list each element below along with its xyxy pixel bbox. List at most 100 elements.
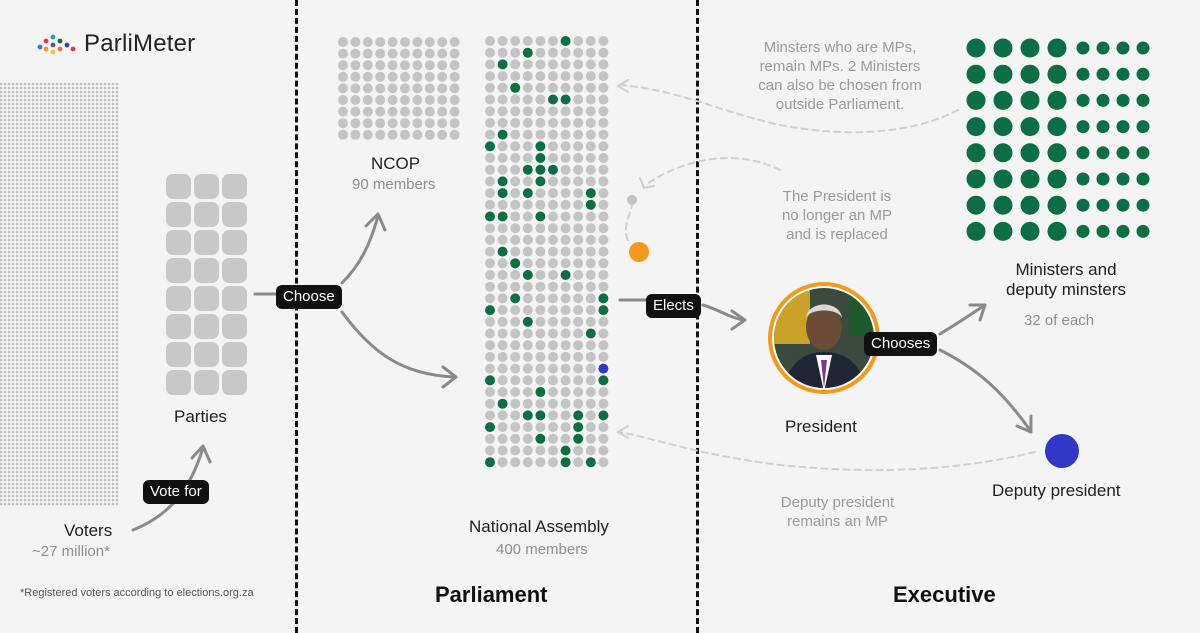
assembly-seat <box>598 258 609 269</box>
assembly-seat <box>585 106 596 117</box>
minister-dot <box>1020 143 1040 163</box>
ncop-members: 90 members <box>352 176 436 193</box>
assembly-seat <box>585 398 596 409</box>
assembly-seat <box>573 410 584 421</box>
assembly-seat <box>598 246 609 257</box>
assembly-seat <box>510 375 521 386</box>
deputy-minister-dot <box>1076 146 1090 160</box>
assembly-seat <box>573 281 584 292</box>
assembly-seat <box>510 141 521 152</box>
assembly-seat <box>573 363 584 374</box>
ncop-seat <box>350 83 361 94</box>
ncop-seat <box>437 48 448 59</box>
assembly-seat <box>535 176 546 187</box>
deputy-minister-dot <box>1076 172 1090 186</box>
party-block <box>166 174 191 199</box>
assembly-seat <box>497 234 508 245</box>
assembly-seat <box>485 387 495 397</box>
ncop-seat <box>424 129 435 140</box>
ncop-seat <box>387 95 398 105</box>
assembly-seat <box>522 141 533 152</box>
minister-dot <box>966 90 986 110</box>
assembly-seat <box>522 36 533 46</box>
assembly-seat <box>522 293 533 304</box>
assembly-seat <box>560 176 571 187</box>
assembly-seat <box>497 328 508 339</box>
assembly-seat <box>560 293 571 304</box>
assembly-seat <box>560 106 571 117</box>
minister-dot <box>993 117 1013 137</box>
assembly-seat <box>522 340 533 351</box>
deputy-minister-dot <box>1136 224 1150 238</box>
assembly-seat <box>535 258 546 269</box>
voters-label: Voters <box>64 521 113 540</box>
ncop-seat <box>449 71 460 82</box>
ncop-seat <box>449 106 460 117</box>
assembly-seat <box>573 340 584 351</box>
assembly-seat <box>522 258 533 269</box>
deputy-minister-dot <box>1096 146 1110 160</box>
ncop-seat <box>437 71 448 82</box>
assembly-seat <box>535 153 546 163</box>
ncop-seat <box>424 95 435 105</box>
minister-dot <box>966 195 986 215</box>
assembly-seat <box>573 117 584 128</box>
party-block <box>194 370 219 395</box>
assembly-seat <box>497 36 508 46</box>
assembly-seat <box>585 164 596 175</box>
deputy-minister-dot <box>1076 67 1090 81</box>
assembly-seat <box>510 129 521 140</box>
assembly-seat <box>548 305 558 316</box>
assembly-seat <box>522 47 533 58</box>
assembly-seat <box>573 316 584 327</box>
ncop-seat <box>437 106 448 117</box>
assembly-seat <box>510 59 521 70</box>
assembly-seat <box>573 328 584 339</box>
assembly-seat <box>497 457 508 468</box>
assembly-seat <box>560 270 571 280</box>
minister-dot <box>1020 90 1040 110</box>
ncop-seat <box>350 118 361 129</box>
assembly-seat <box>522 164 533 175</box>
assembly-seat <box>535 433 546 444</box>
ncop-seat <box>449 95 460 105</box>
president-portrait-icon <box>768 282 880 394</box>
vote-for-tag: Vote for <box>143 480 209 504</box>
assembly-seat <box>485 293 495 304</box>
ncop-seat <box>400 95 410 105</box>
assembly-seat <box>560 422 571 433</box>
minister-dot <box>1047 38 1067 58</box>
ncop-seat <box>350 37 361 47</box>
assembly-seat <box>573 387 584 397</box>
assembly-seat <box>573 375 584 386</box>
assembly-seat <box>585 36 596 46</box>
minister-dot <box>1020 117 1040 137</box>
assembly-seat <box>522 422 533 433</box>
deputy-minister-dot <box>1136 67 1150 81</box>
minister-dot <box>993 38 1013 58</box>
assembly-seat <box>510 457 521 468</box>
assembly-seat <box>535 141 546 152</box>
ncop-seat <box>387 48 398 59</box>
minister-dot <box>993 143 1013 163</box>
assembly-seat <box>585 82 596 93</box>
assembly-seat <box>585 71 596 82</box>
assembly-seat <box>573 129 584 140</box>
assembly-seat <box>598 234 609 245</box>
ncop-seat <box>350 106 361 117</box>
assembly-seat <box>573 188 584 199</box>
assembly-seat <box>497 141 508 152</box>
assembly-seat <box>522 375 533 386</box>
ncop-seat <box>437 60 448 71</box>
assembly-seat <box>485 47 495 58</box>
assembly-seat <box>573 164 584 175</box>
assembly-seat <box>485 410 495 421</box>
minister-dot <box>1047 117 1067 137</box>
national-assembly-seat-grid <box>485 36 609 468</box>
assembly-seat <box>485 258 495 269</box>
party-block <box>166 314 191 339</box>
ncop-seat <box>350 48 361 59</box>
arrow-head-parties <box>190 444 212 464</box>
assembly-seat <box>548 281 558 292</box>
